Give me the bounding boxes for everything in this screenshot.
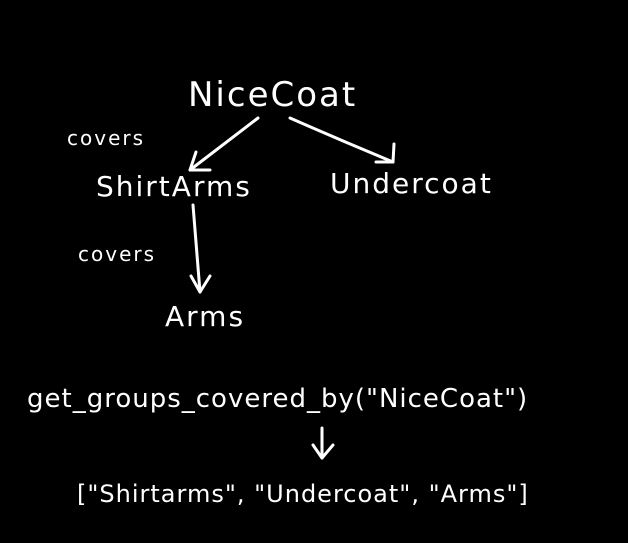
arrow-shirtarms-to-arms [189, 203, 212, 294]
function-result: ["Shirtarms", "Undercoat", "Arms"] [77, 480, 529, 508]
edge-label-covers-top: covers [67, 126, 146, 150]
function-call: get_groups_covered_by("NiceCoat") [27, 384, 529, 414]
arrow-call-to-result [311, 426, 335, 460]
node-nicecoat: NiceCoat [188, 75, 358, 115]
edge-label-covers-bottom: covers [78, 242, 157, 266]
node-shirtarms: ShirtArms [96, 170, 252, 203]
arrow-nicecoat-to-undercoat [288, 116, 396, 164]
arrow-nicecoat-to-shirtarms [188, 116, 260, 172]
node-arms: Arms [165, 300, 246, 333]
node-undercoat: Undercoat [330, 167, 493, 200]
